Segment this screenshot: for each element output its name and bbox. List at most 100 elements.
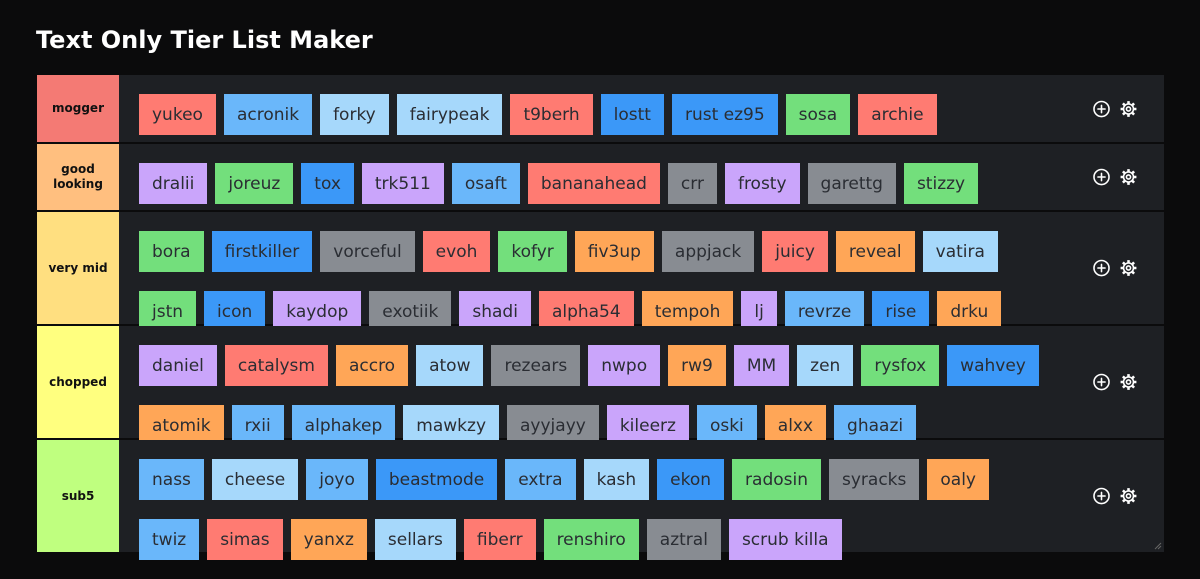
tier-item[interactable]: sellars [374,519,456,560]
tier-item[interactable]: shadi [459,291,531,332]
tier-item[interactable]: drku [937,291,1002,332]
plus-circle-icon[interactable] [1092,487,1111,506]
tier-item[interactable]: daniel [139,345,217,386]
tier-item[interactable]: rust ez95 [671,94,778,135]
tier-item[interactable]: reveal [835,231,915,272]
tier-label[interactable]: good looking [37,144,119,210]
tier-item[interactable]: kash [583,459,650,500]
tier-item[interactable]: rw9 [668,345,726,386]
tier-item[interactable]: ayyjayy [507,405,599,446]
tier-item[interactable]: yukeo [139,94,216,135]
tier-item[interactable]: kofyr [498,231,567,272]
tier-item[interactable]: forky [320,94,389,135]
tier-item[interactable]: bora [139,231,204,272]
tier-item[interactable]: oski [696,405,757,446]
tier-item[interactable]: atomik [139,405,224,446]
tier-label[interactable]: chopped [37,326,119,438]
tier-item[interactable]: cheese [211,459,299,500]
tier-item[interactable]: juicy [762,231,828,272]
tier-item[interactable]: archie [858,94,937,135]
tier-item[interactable]: dralii [139,163,208,204]
tier-item[interactable]: rise [872,291,930,332]
tier-item[interactable]: joreuz [215,163,294,204]
tier-item[interactable]: vorceful [320,231,415,272]
tier-item[interactable]: tox [301,163,354,204]
tier-item[interactable]: wahvey [947,345,1039,386]
tier-item[interactable]: syracks [829,459,920,500]
tier-item[interactable]: osaft [451,163,520,204]
tier-label[interactable]: very mid [37,212,119,324]
tier-item[interactable]: alpha54 [538,291,634,332]
tier-item[interactable]: nwpo [588,345,661,386]
gear-icon[interactable] [1119,487,1138,506]
tier-item[interactable]: MM [733,345,790,386]
tier-item[interactable]: revrze [784,291,865,332]
tier-item[interactable]: joyo [306,459,368,500]
tier-item[interactable]: appjack [661,231,755,272]
tier-item[interactable]: fiberr [463,519,536,560]
tier-item[interactable]: ghaazi [834,405,917,446]
tier-item[interactable]: t9berh [510,94,593,135]
tier-item[interactable]: stizzy [903,163,979,204]
tier-item[interactable]: fiv3up [574,231,654,272]
resize-grip-icon[interactable] [1154,542,1162,550]
tier-item[interactable]: firstkiller [211,231,313,272]
plus-circle-icon[interactable] [1092,259,1111,278]
tier-item[interactable]: rezears [491,345,581,386]
tier-label[interactable]: sub5 [37,440,119,552]
tier-item[interactable]: zen [797,345,854,386]
tier-item[interactable]: scrub killa [728,519,842,560]
tier-item[interactable]: beastmode [375,459,498,500]
plus-circle-icon[interactable] [1092,373,1111,392]
tier-item[interactable]: extra [505,459,576,500]
tier-item[interactable]: bananahead [527,163,660,204]
tier-item[interactable]: mawkzy [403,405,500,446]
gear-icon[interactable] [1119,168,1138,187]
tier-item[interactable]: simas [207,519,283,560]
tier-item[interactable]: aztral [646,519,721,560]
gear-icon[interactable] [1119,259,1138,278]
tier-item[interactable]: nass [139,459,204,500]
tier-item[interactable]: ekon [657,459,725,500]
tier-item[interactable]: tempoh [641,291,734,332]
tier-item[interactable]: rxii [231,405,284,446]
tier-item[interactable]: frosty [724,163,800,204]
tier-item[interactable]: kileerz [606,405,689,446]
tier-item[interactable]: fairypeak [396,94,503,135]
tier-item[interactable]: lj [741,291,777,332]
tier-item[interactable]: oaly [927,459,989,500]
tier-item[interactable]: crr [667,163,717,204]
tier-item[interactable]: twiz [139,519,200,560]
tier-label[interactable]: mogger [37,75,119,142]
tier-item[interactable]: acronik [223,94,313,135]
tier-item[interactable]: icon [204,291,266,332]
tier-item[interactable]: evoh [422,231,491,272]
tier-item[interactable]: trk511 [361,163,444,204]
tier-item[interactable]: vatira [922,231,998,272]
tier-item[interactable]: catalysm [224,345,328,386]
tier-item[interactable]: yanxz [290,519,367,560]
gear-icon[interactable] [1119,373,1138,392]
tier-item[interactable]: accro [335,345,409,386]
tier-item[interactable]: radosin [732,459,821,500]
tier-controls [1092,168,1138,187]
tier-item[interactable]: sosa [785,94,851,135]
tier-item[interactable]: kaydop [273,291,362,332]
tier-item[interactable]: atow [416,345,484,386]
gear-icon[interactable] [1119,99,1138,118]
plus-circle-icon[interactable] [1092,99,1111,118]
tier-item[interactable]: jstn [139,291,197,332]
tier-item[interactable]: exotiik [369,291,452,332]
plus-circle-icon[interactable] [1092,168,1111,187]
tier-item[interactable]: alphakep [291,405,396,446]
tier-item[interactable]: lostt [600,94,664,135]
tier-item[interactable]: rysfox [861,345,940,386]
tier-item[interactable]: garettg [807,163,896,204]
tier-item[interactable]: renshiro [543,519,639,560]
tier-item[interactable]: alxx [764,405,827,446]
